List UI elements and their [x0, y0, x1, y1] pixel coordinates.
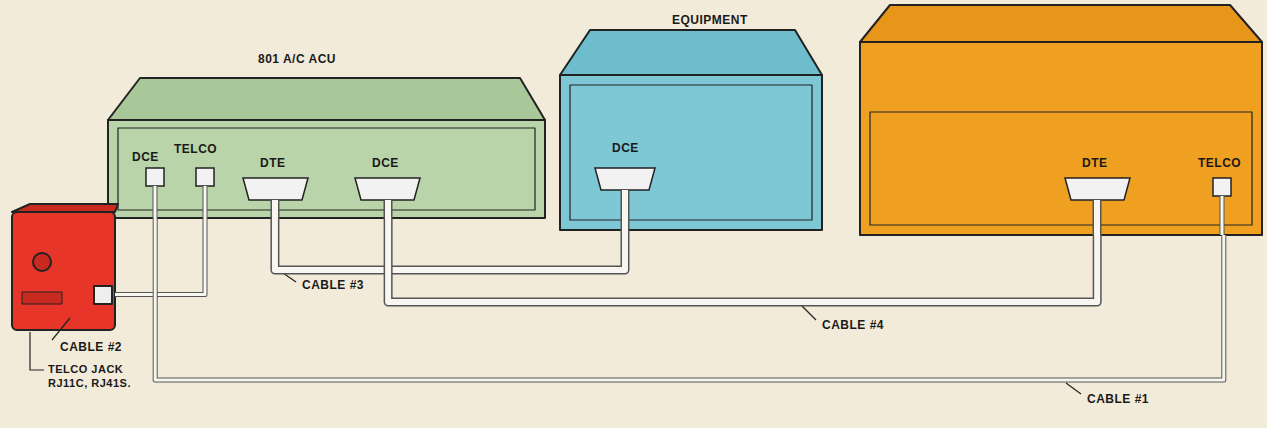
equipment-bevel — [570, 85, 812, 220]
acu-front — [108, 120, 545, 218]
cable-stub — [204, 186, 207, 218]
cable-stub — [153, 186, 158, 218]
rj-port — [146, 168, 164, 186]
cable-label: CABLE #3 — [300, 278, 366, 292]
cable-core — [115, 218, 205, 295]
telco-jack-slot — [22, 292, 62, 304]
db25-port — [595, 168, 655, 190]
equipment-box: EQUIPMENTDCE — [560, 75, 822, 230]
port-label: TELCO — [1198, 156, 1241, 170]
port-label: DCE — [612, 141, 639, 155]
cable-label: CABLE #2 — [58, 340, 124, 354]
port-label: DCE — [372, 156, 399, 170]
phone-cable — [115, 218, 205, 295]
cable-outline — [115, 218, 205, 295]
jack-label: TELCO JACK RJ11C, RJ41S. — [48, 362, 148, 390]
cable-stub — [1220, 196, 1225, 235]
rj-port — [196, 168, 214, 186]
terminal-top — [860, 5, 1262, 42]
cable-stub — [271, 200, 280, 218]
ribbon-cable — [388, 218, 1097, 302]
acu-top — [108, 78, 545, 120]
cable-stub — [384, 200, 393, 218]
terminal-bevel — [870, 112, 1252, 225]
cable-core — [155, 218, 1224, 380]
terminal-front — [860, 42, 1262, 235]
leader-line — [30, 332, 44, 370]
equipment-top — [560, 30, 822, 75]
box-heading: EQUIPMENT — [672, 13, 748, 27]
cable-stub — [154, 186, 157, 218]
equipment-front — [560, 75, 822, 230]
ribbon-cable — [275, 218, 625, 270]
cable-stub — [1093, 200, 1102, 235]
port-label: DCE — [132, 150, 159, 164]
db25-port — [243, 178, 308, 200]
telco-jack-socket — [94, 286, 112, 304]
db25-port — [1065, 178, 1130, 200]
cable-outline — [155, 218, 1224, 380]
cable-core — [388, 218, 1097, 302]
cable-stub — [1221, 196, 1224, 235]
terminal-box: DTE TELCO — [860, 42, 1262, 235]
phone-cable — [155, 218, 1224, 380]
cable-label: CABLE #4 — [820, 318, 886, 332]
cable-stub — [622, 190, 628, 230]
telco-jack-screw — [33, 253, 51, 271]
cable-stub — [203, 186, 208, 218]
cable-outline — [388, 218, 1097, 302]
telco-jack-top — [12, 204, 118, 212]
leader-line — [1066, 383, 1081, 394]
acu-bevel — [118, 128, 535, 210]
port-label: TELCO — [174, 142, 217, 156]
port-label: DTE — [1082, 156, 1108, 170]
cable-label: CABLE #1 — [1085, 392, 1151, 406]
db25-port — [355, 178, 420, 200]
telco-jack: TELCO JACK RJ11C, RJ41S. — [12, 212, 115, 330]
cable-stub — [621, 190, 630, 230]
leader-line — [52, 318, 70, 340]
port-label: DTE — [260, 156, 286, 170]
cable-stub — [272, 200, 278, 218]
cable-stub — [1094, 200, 1100, 235]
cable-stub — [385, 200, 391, 218]
rj-port — [1213, 178, 1231, 196]
cable-outline — [275, 218, 625, 270]
acu-box: 801 A/C ACUDCETELCODTEDCE — [108, 120, 545, 218]
cable-core — [275, 218, 625, 270]
telco-jack-body — [12, 212, 115, 330]
box-heading: 801 A/C ACU — [258, 52, 336, 66]
